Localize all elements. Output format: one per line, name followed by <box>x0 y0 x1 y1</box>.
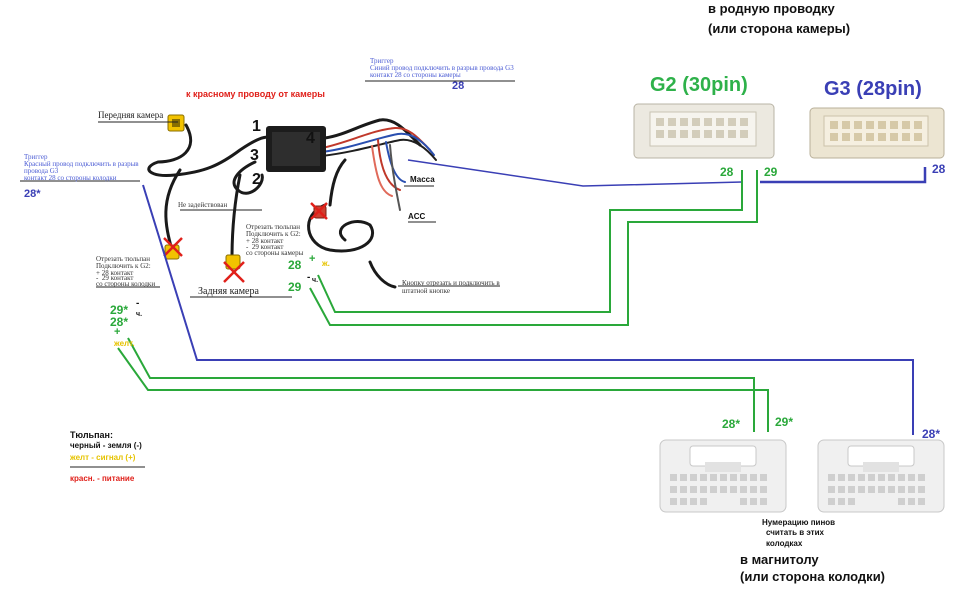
bottom-pin-29: 29* <box>775 415 794 429</box>
terminal-1: 1 <box>252 118 261 135</box>
g2-pin-28: 28 <box>720 165 734 179</box>
front-camera-label: Передняя камера <box>98 110 164 120</box>
terminal-4: 4 <box>306 130 315 147</box>
legend-black: черный - земля (-) <box>70 441 142 450</box>
bottom-caption-2: (или сторона колодки) <box>740 569 886 584</box>
left-zhelt-label: желт. <box>114 339 135 348</box>
left-pin-29: 29* <box>110 303 129 317</box>
harness-cables <box>147 118 422 289</box>
button-note-2: штатной кнопке <box>402 287 450 295</box>
leader-lines <box>20 80 515 468</box>
mid-pin-29: 29 <box>288 280 302 294</box>
trigger-left-1: Триггер <box>24 153 48 161</box>
not-used-label: Не задействован <box>178 201 228 209</box>
tulip-mid-3: + 28 контакт <box>246 237 284 245</box>
pin-28-top: 28 <box>452 80 465 92</box>
trigger-right-3: контакт 28 со стороны камеры <box>370 71 461 79</box>
blue-wire-trigger <box>407 159 743 187</box>
rear-camera-label: Задняя камера <box>198 286 259 297</box>
acc-label: ACC <box>408 212 426 221</box>
bottom-left-connector <box>659 439 787 513</box>
bottom-right-pin-28: 28* <box>922 427 941 441</box>
trigger-right-2: Синий провод подключить в разрыв провода… <box>370 64 514 72</box>
tulip-left-5: со стороны колодки <box>96 280 156 288</box>
header-line2: (или сторона камеры) <box>708 21 851 36</box>
bottom-caption-1: в магнитолу <box>740 552 819 567</box>
tulip-left-4: - 29 контакт <box>96 274 134 282</box>
green-wire-29-camera <box>309 170 758 326</box>
pin-28-left: 28* <box>24 188 41 200</box>
tulip-left-3: + 28 контакт <box>96 269 134 277</box>
massa-label: Масса <box>410 175 435 184</box>
blue-wire-left <box>142 184 914 435</box>
g3-title: G3 (28pin) <box>824 78 922 100</box>
trigger-left-3: провода G3 <box>24 167 59 175</box>
left-pin-28: 28* <box>110 315 129 329</box>
mid-pin-minus: - <box>307 272 311 283</box>
colored-wires <box>321 126 437 211</box>
terminal-2: 2 <box>252 171 261 188</box>
pin-note-3: колодках <box>766 539 803 548</box>
terminal-3: 3 <box>250 147 259 164</box>
pin-note-1: Нумерацию пинов <box>762 518 836 527</box>
g3-pin-28: 28 <box>932 162 946 176</box>
legend-red: красн. - питание <box>70 474 135 483</box>
blue-wire-g3 <box>760 167 927 184</box>
mid-zh-label: ж. <box>322 259 330 268</box>
bottom-right-connector <box>817 439 945 513</box>
tulip-mid-2: Подключить к G2: <box>246 230 301 238</box>
mid-pin-plus: + <box>309 253 316 265</box>
g2-connector <box>633 103 775 159</box>
left-ch-label: ч. <box>136 311 143 318</box>
g3-connector <box>809 107 945 159</box>
tulip-mid-4: - 29 контакт <box>246 243 284 251</box>
pin-note-2: считать в этих <box>766 528 824 537</box>
left-pin-minus: - <box>136 298 140 309</box>
legend-title: Тюльпан: <box>70 430 113 440</box>
red-wire-note: к красному проводу от камеры <box>186 89 325 99</box>
green-wire-28-plug <box>127 337 755 432</box>
header-line1: в родную проводку <box>708 1 835 16</box>
left-pin-plus: + <box>114 326 121 338</box>
mid-pin-28: 28 <box>288 258 302 272</box>
g2-pin-29: 29 <box>764 165 778 179</box>
cut-marks <box>163 202 328 283</box>
legend-yellow: желт - сигнал (+) <box>70 453 136 462</box>
tulip-left-1: Отрезать тюльпан <box>96 255 150 263</box>
mid-ch-label: ч. <box>312 277 319 284</box>
tulip-mid-1: Отрезать тюльпан <box>246 223 300 231</box>
green-wire-29-plug <box>117 347 769 432</box>
trigger-left-4: контакт 28 со стороны колодки <box>24 174 117 182</box>
button-note-1: Кнопку отрезать и подключить в <box>402 279 500 287</box>
green-wire-28-camera <box>317 170 743 313</box>
control-module <box>266 126 326 172</box>
trigger-right-1: Триггер <box>370 57 394 65</box>
tulip-left-2: Подключить к G2: <box>96 262 151 270</box>
bottom-pin-28: 28* <box>722 417 741 431</box>
rear-camera-plug <box>225 254 241 270</box>
front-camera-plug <box>167 114 185 132</box>
g2-title: G2 (30pin) <box>650 74 748 96</box>
tulip-mid-5: со стороны камеры <box>246 249 304 257</box>
trigger-left-2: Красный провод подключить в разрыв <box>24 160 139 168</box>
